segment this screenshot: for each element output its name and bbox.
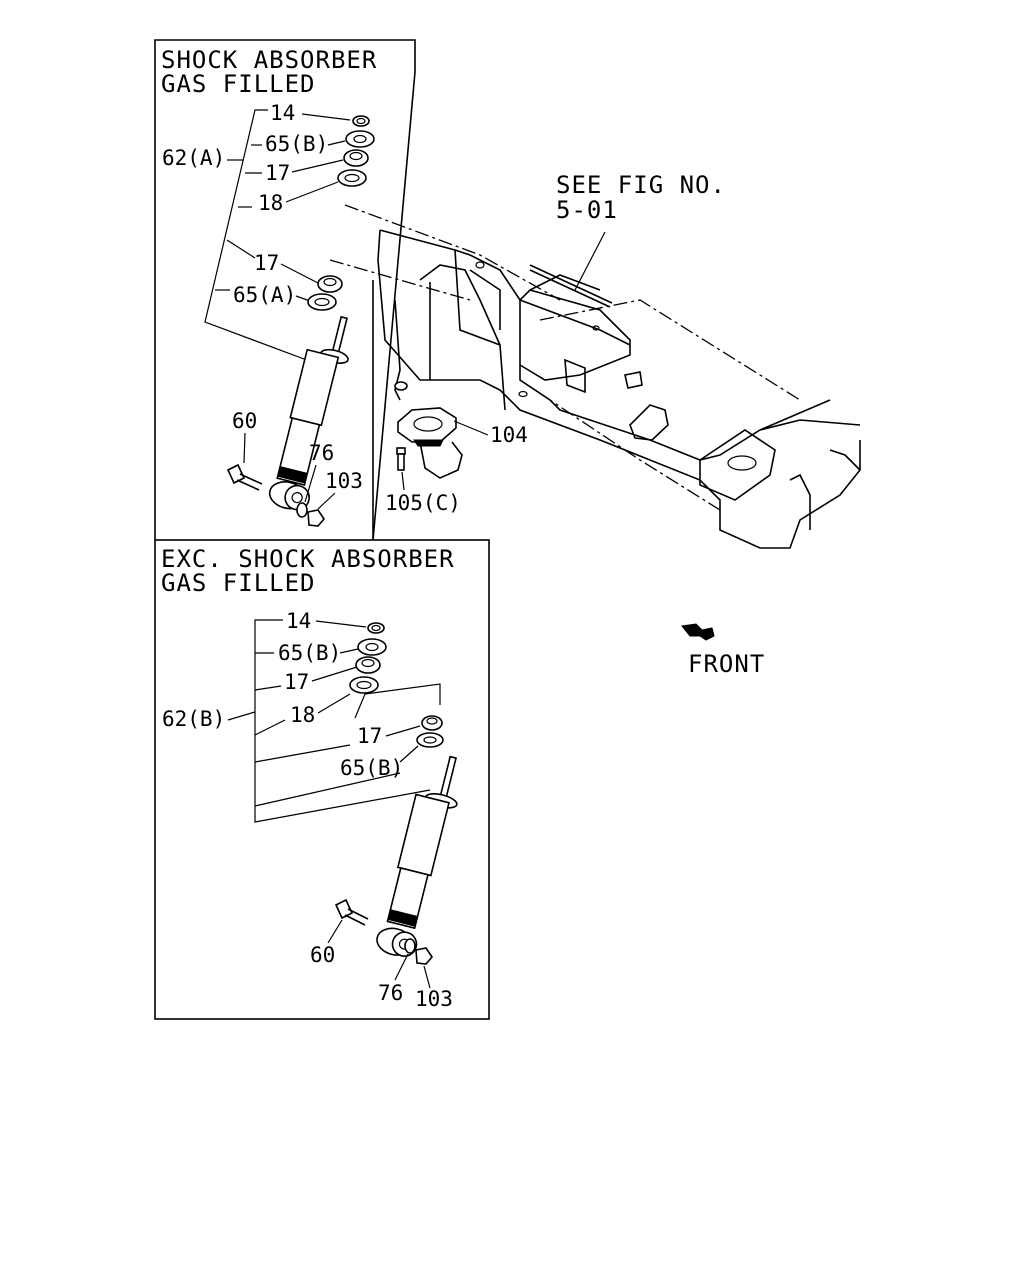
label-14-b: 14	[286, 609, 311, 633]
panel-exc-gas-filled-border	[154, 539, 490, 1020]
see-fig-line1: SEE FIG NO.	[556, 171, 726, 199]
label-18-b: 18	[290, 703, 315, 727]
washer-65a	[307, 293, 337, 311]
washer-65b-b-lower	[416, 732, 444, 748]
leader-62b	[227, 711, 256, 721]
see-fig-leader	[574, 231, 606, 291]
label-65b-b: 65(B)	[278, 641, 341, 665]
nut-14	[352, 115, 370, 127]
bracket-104	[397, 407, 463, 479]
shock-absorber-standard	[376, 755, 458, 957]
panel-gas-filled-border	[154, 39, 416, 541]
see-fig-line2: 5-01	[556, 196, 618, 224]
bushing-17-b-lower	[421, 715, 443, 731]
spring-seat	[699, 429, 776, 501]
label-17-lower: 17	[254, 251, 279, 275]
label-103: 103	[325, 469, 363, 493]
frame-bushing	[629, 404, 669, 441]
label-62b: 62(B)	[162, 707, 225, 731]
bolt-105c	[396, 447, 406, 471]
label-17: 17	[265, 161, 290, 185]
bushing-17	[343, 149, 369, 167]
nut-103	[307, 509, 326, 527]
bracket-62a	[204, 109, 313, 363]
label-17-b: 17	[284, 670, 309, 694]
label-65a: 65(A)	[233, 283, 296, 307]
label-104: 104	[490, 423, 528, 447]
washer-18	[337, 169, 367, 187]
bracket-62b	[254, 619, 431, 823]
label-76: 76	[309, 441, 334, 465]
shock-absorber-gas-filled	[268, 315, 349, 511]
panel-gas-filled-title-line2: GAS FILLED	[161, 70, 316, 98]
bushing-17-lower	[317, 275, 343, 293]
panel-exc-gas-filled: EXC. SHOCK ABSORBER GAS FILLED 14 65(B) …	[154, 539, 490, 1020]
label-103-b: 103	[415, 987, 453, 1011]
panel-exc-title-line1: EXC. SHOCK ABSORBER	[161, 545, 455, 573]
washer-65b	[345, 130, 375, 148]
label-76-b: 76	[378, 981, 403, 1005]
washer-76-b	[404, 938, 416, 954]
bolt-60-b	[334, 898, 369, 926]
label-18: 18	[258, 191, 283, 215]
panel-gas-filled-title-line1: SHOCK ABSORBER	[161, 46, 377, 74]
frame-assembly: SEE FIG NO. 5-01	[329, 171, 861, 549]
frame-rail	[379, 229, 831, 461]
washer-65b-b	[357, 638, 387, 656]
washer-76	[296, 502, 308, 518]
label-65b: 65(B)	[265, 132, 328, 156]
label-65b-b-lower: 65(B)	[340, 756, 403, 780]
label-60: 60	[232, 409, 257, 433]
panel-exc-title-line2: GAS FILLED	[161, 569, 316, 597]
front-arrow-icon	[681, 623, 715, 641]
nut-103-b	[415, 947, 434, 965]
bolt-60	[226, 463, 263, 491]
panel-gas-filled: SHOCK ABSORBER GAS FILLED 14 65(B) 17 18…	[154, 39, 416, 541]
label-17-b-lower: 17	[357, 724, 382, 748]
label-14: 14	[270, 101, 295, 125]
bushing-17-b	[355, 656, 381, 674]
front-indicator: FRONT	[681, 623, 765, 678]
washer-18-b	[349, 676, 379, 694]
label-60-b: 60	[310, 943, 335, 967]
nut-14-b	[367, 622, 385, 634]
label-105c: 105(C)	[385, 491, 461, 515]
label-62a: 62(A)	[162, 146, 225, 170]
front-label: FRONT	[688, 650, 765, 678]
